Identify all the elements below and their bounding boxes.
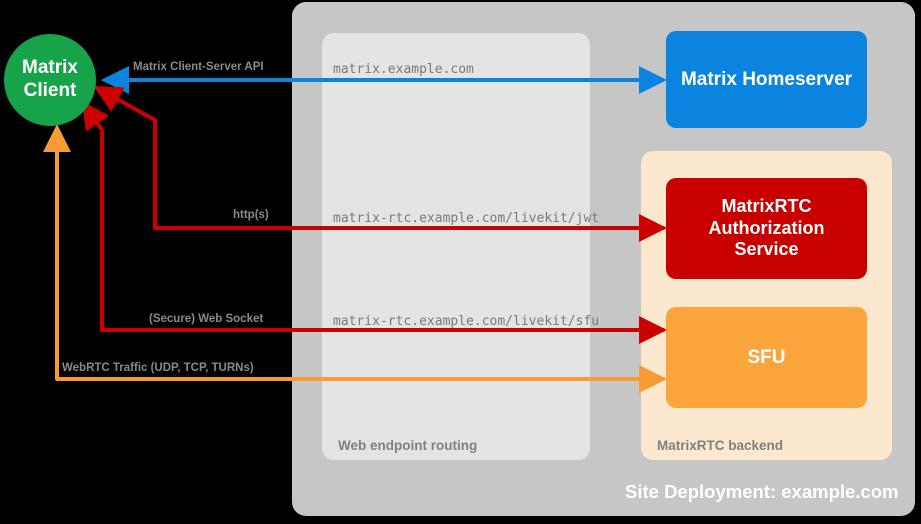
homeserver-label: Matrix Homeserver bbox=[680, 68, 853, 90]
node-matrixrtc-authorization-service[interactable]: MatrixRTC Authorization Service bbox=[666, 178, 867, 279]
node-sfu[interactable]: SFU bbox=[666, 307, 867, 408]
protocol-label-webrtc: WebRTC Traffic (UDP, TCP, TURNs) bbox=[62, 362, 254, 374]
client-line-2: Client bbox=[23, 80, 77, 101]
caption-matrixrtc-backend: MatrixRTC backend bbox=[657, 438, 784, 453]
protocol-label-websocket: (Secure) Web Socket bbox=[149, 313, 264, 325]
caption-web-endpoint-routing: Web endpoint routing bbox=[338, 438, 478, 453]
endpoint-label-matrix: matrix.example.com bbox=[333, 62, 474, 77]
endpoint-label-livekit-jwt: matrix-rtc.example.com/livekit/jwt bbox=[333, 211, 600, 226]
caption-site-deployment: Site Deployment: example.com bbox=[625, 481, 899, 502]
endpoint-label-livekit-sfu: matrix-rtc.example.com/livekit/sfu bbox=[333, 314, 600, 329]
node-matrix-homeserver[interactable]: Matrix Homeserver bbox=[666, 31, 867, 128]
client-label: Matrix Client bbox=[22, 57, 78, 103]
protocol-label-client-server-api: Matrix Client-Server API bbox=[133, 61, 264, 73]
client-line-1: Matrix bbox=[22, 57, 78, 79]
arrow-webrtc-traffic bbox=[55, 131, 665, 381]
protocol-label-https: http(s) bbox=[233, 209, 269, 221]
sfu-label: SFU bbox=[747, 346, 786, 368]
node-matrix-client[interactable]: Matrix Client bbox=[4, 34, 96, 126]
auth-service-label: MatrixRTC Authorization Service bbox=[709, 196, 825, 262]
auth-service-line-2: Authorization bbox=[708, 217, 825, 238]
auth-service-line-3: Service bbox=[734, 239, 799, 260]
auth-service-line-1: MatrixRTC bbox=[721, 195, 812, 216]
